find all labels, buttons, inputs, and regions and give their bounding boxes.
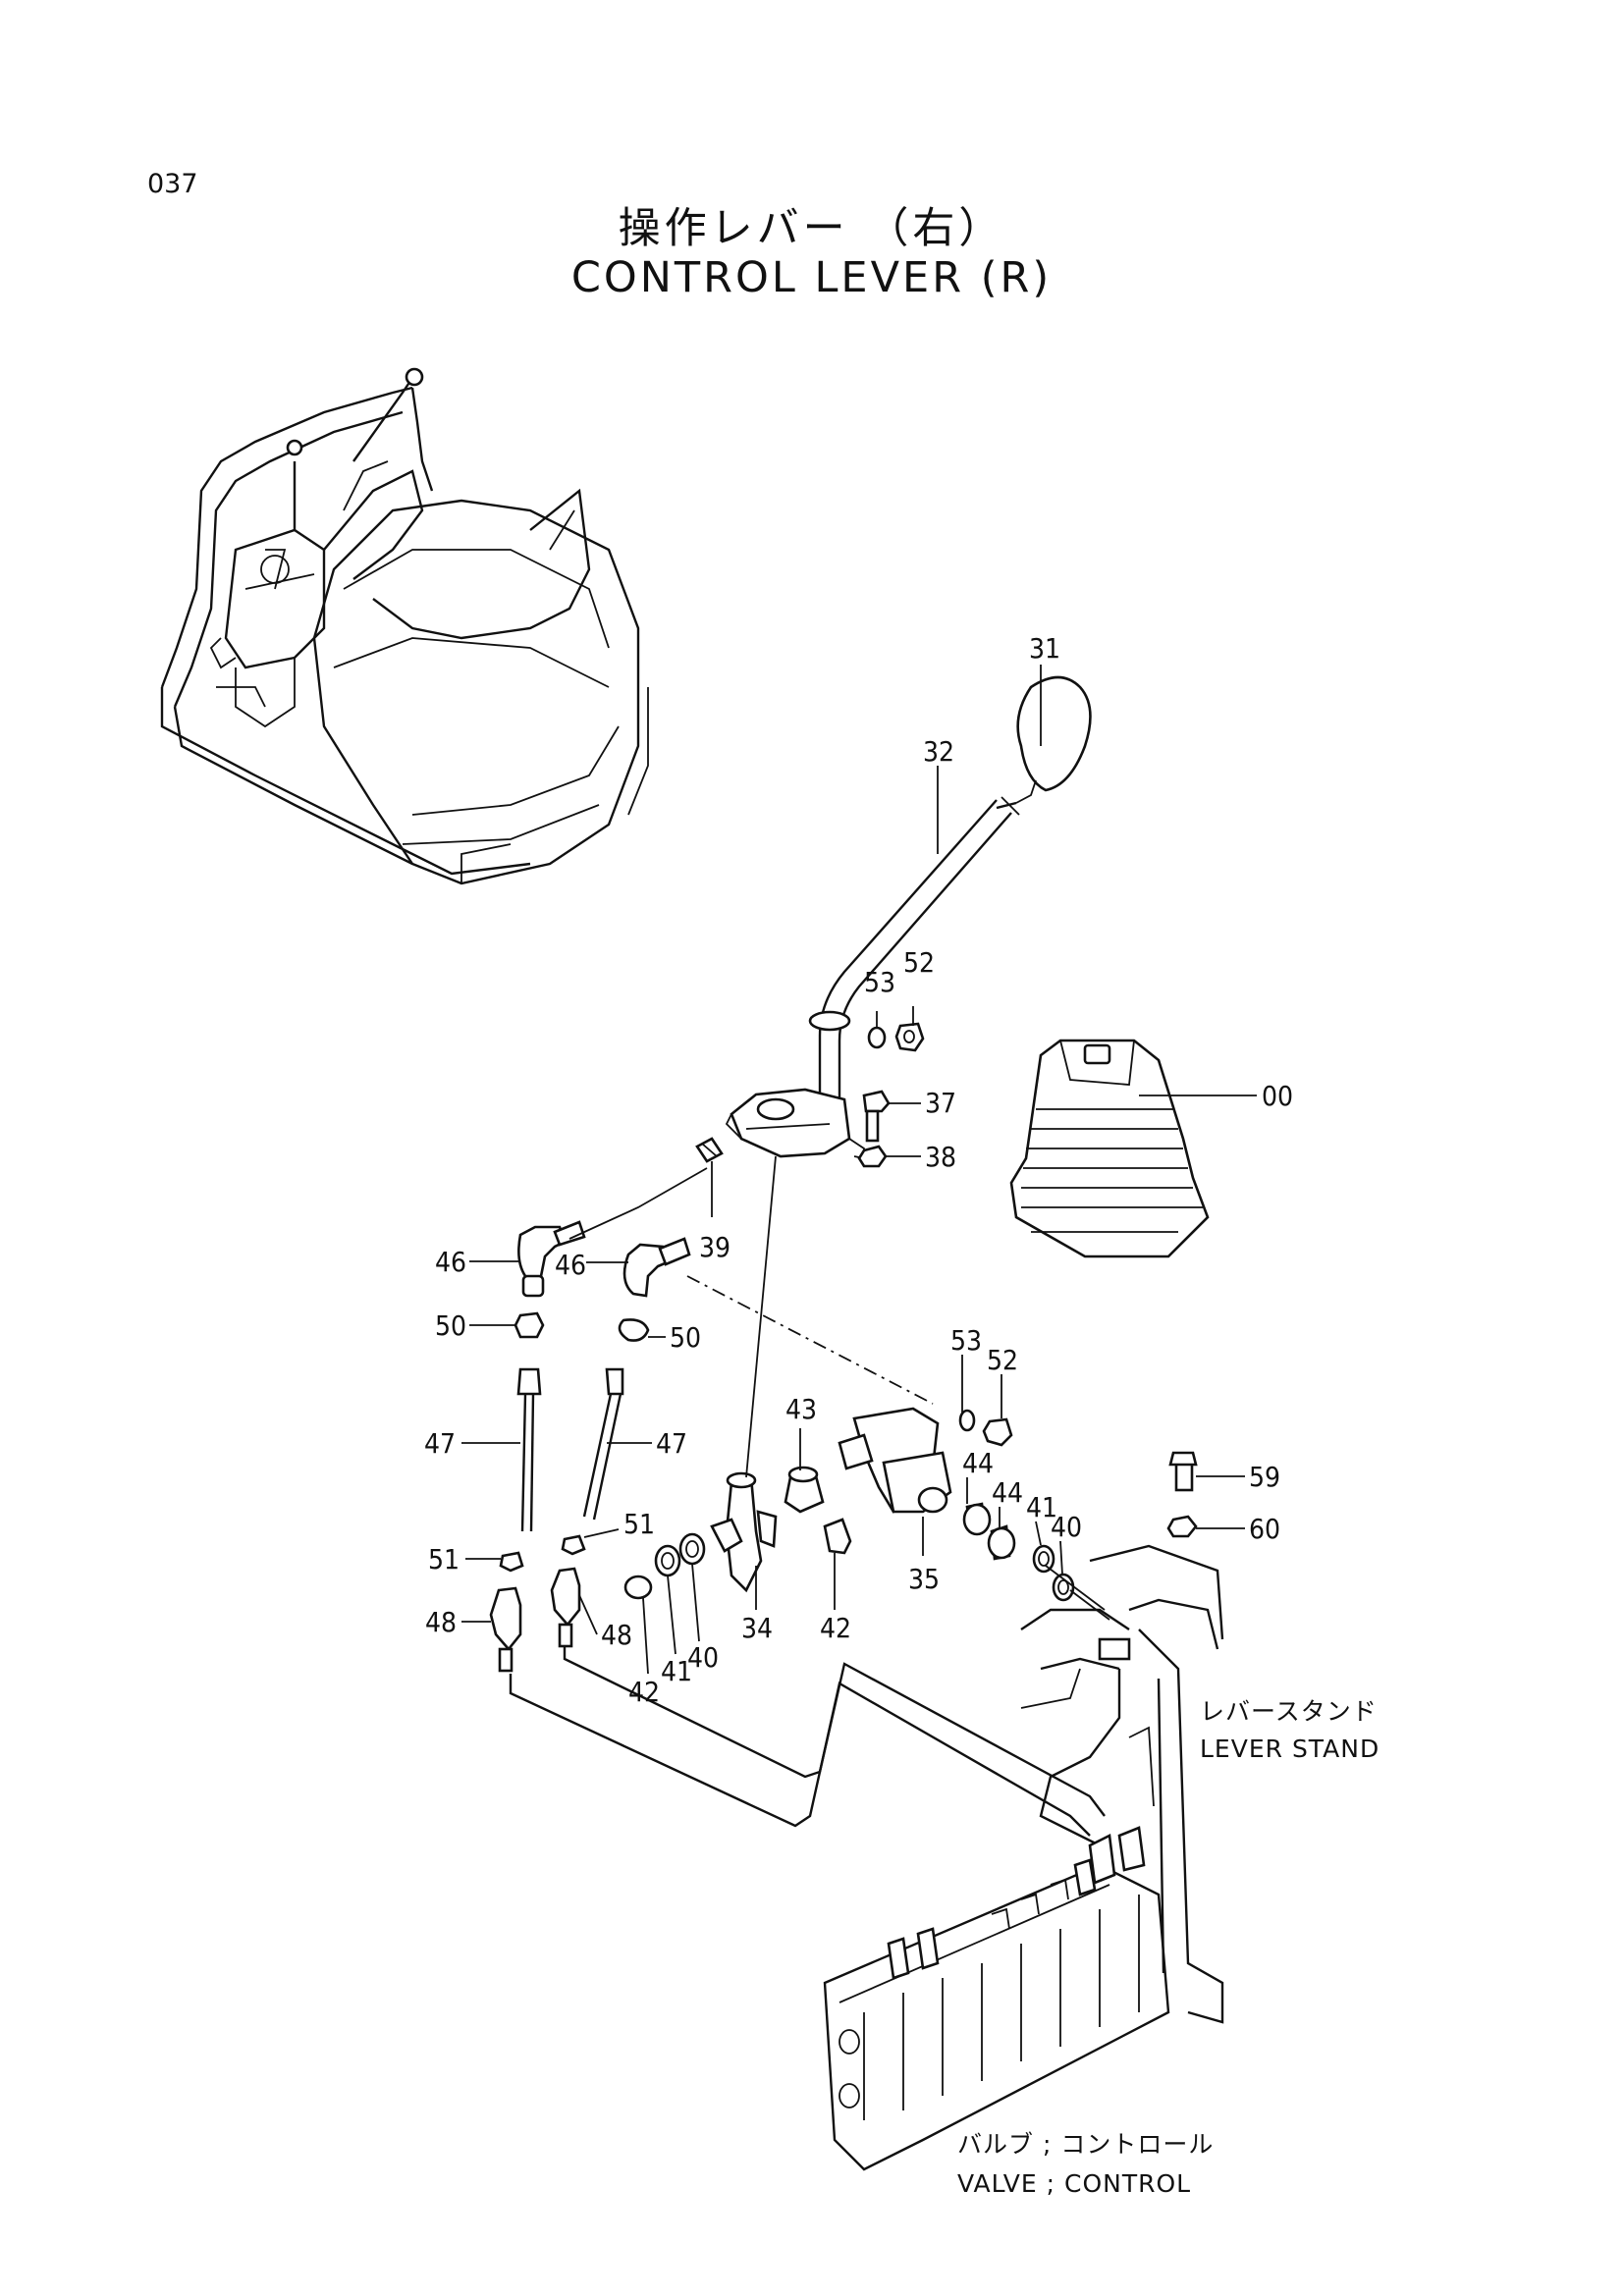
callout-48: 48 bbox=[601, 1619, 632, 1651]
valve-label-en: VALVE ; CONTROL bbox=[957, 2169, 1191, 2198]
leader-lines bbox=[461, 665, 1257, 1675]
callout-numbers: 31 32 53 52 37 00 38 39 46 46 50 50 53 5… bbox=[424, 632, 1293, 1708]
callout-51: 51 bbox=[623, 1508, 655, 1540]
callout-48: 48 bbox=[425, 1606, 457, 1638]
small-hardware-upper bbox=[695, 1022, 925, 1168]
lever-stand bbox=[1020, 1451, 1224, 2024]
lever-stand-label-en: LEVER STAND bbox=[1200, 1735, 1380, 1763]
control-valve bbox=[823, 1826, 1170, 2171]
page-number: 037 bbox=[147, 169, 198, 199]
callout-38: 38 bbox=[925, 1141, 956, 1173]
callout-47: 47 bbox=[424, 1427, 456, 1460]
callout-50: 50 bbox=[670, 1321, 701, 1354]
callout-00: 00 bbox=[1262, 1080, 1293, 1112]
callout-53: 53 bbox=[950, 1324, 982, 1357]
lever-knob-assembly bbox=[808, 675, 1092, 1144]
callout-52: 52 bbox=[903, 946, 935, 979]
callout-43: 43 bbox=[785, 1393, 817, 1425]
callout-59: 59 bbox=[1249, 1461, 1280, 1493]
callout-46: 46 bbox=[555, 1249, 586, 1281]
callout-42: 42 bbox=[820, 1612, 851, 1644]
callout-60: 60 bbox=[1249, 1513, 1280, 1545]
title-english: CONTROL LEVER (R) bbox=[570, 253, 1053, 302]
callout-40: 40 bbox=[687, 1641, 719, 1674]
callout-37: 37 bbox=[925, 1087, 956, 1119]
callout-44: 44 bbox=[962, 1447, 994, 1479]
callout-52: 52 bbox=[987, 1344, 1018, 1376]
callout-40: 40 bbox=[1051, 1511, 1082, 1543]
callout-53: 53 bbox=[864, 966, 895, 998]
connection-lines bbox=[509, 1155, 1110, 1837]
callout-41: 41 bbox=[1026, 1491, 1057, 1523]
lever-base-plate bbox=[725, 1088, 865, 1160]
callout-32: 32 bbox=[923, 735, 954, 768]
ball-joints bbox=[517, 1220, 691, 1298]
callout-31: 31 bbox=[1029, 632, 1060, 665]
lever-stand-label-jp: レバースタンド bbox=[1200, 1697, 1378, 1726]
callout-47: 47 bbox=[656, 1427, 687, 1460]
overview-illustration bbox=[160, 367, 649, 885]
callout-42: 42 bbox=[628, 1676, 660, 1708]
callout-50: 50 bbox=[435, 1309, 466, 1342]
callout-35: 35 bbox=[908, 1563, 940, 1595]
pivot-assembly bbox=[623, 1407, 1075, 1602]
rubber-boot bbox=[1009, 1039, 1210, 1258]
callout-34: 34 bbox=[741, 1612, 773, 1644]
callout-39: 39 bbox=[699, 1231, 730, 1263]
valve-label-jp: バルブ ; コントロール bbox=[957, 2130, 1214, 2159]
title-japanese: 操作レバー （右） bbox=[618, 204, 1005, 253]
callout-41: 41 bbox=[661, 1655, 692, 1687]
push-rods bbox=[489, 1311, 650, 1673]
callout-46: 46 bbox=[435, 1246, 466, 1278]
callout-44: 44 bbox=[992, 1476, 1023, 1509]
callout-51: 51 bbox=[428, 1543, 460, 1575]
